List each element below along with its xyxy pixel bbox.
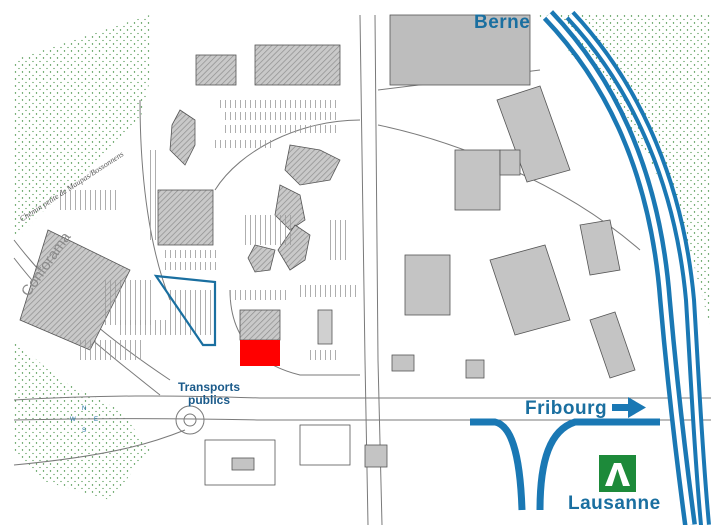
highway xyxy=(542,10,711,525)
highway-sign-icon xyxy=(599,455,636,492)
compass-w: W xyxy=(70,417,76,423)
label-transports-publics: Transports publics xyxy=(178,381,240,407)
slip-roads xyxy=(470,418,660,511)
buildings xyxy=(19,14,636,486)
compass-e: E xyxy=(94,417,99,423)
label-berne: Berne xyxy=(474,12,531,33)
label-transports-line2: publics xyxy=(188,393,231,407)
label-lausanne: Lausanne xyxy=(568,493,661,514)
label-transports-line1: Transports xyxy=(178,380,241,394)
compass-n: N xyxy=(82,406,87,412)
highlighted-plot xyxy=(240,340,280,366)
zone-outline xyxy=(153,274,217,347)
compass-icon: N E S W xyxy=(70,406,100,436)
label-fribourg: Fribourg xyxy=(525,398,608,419)
direction-arrow-icon xyxy=(612,397,646,418)
forest-areas xyxy=(14,15,711,500)
compass-s: S xyxy=(82,428,87,434)
building-cluster xyxy=(169,109,341,273)
parking-areas xyxy=(60,100,360,360)
